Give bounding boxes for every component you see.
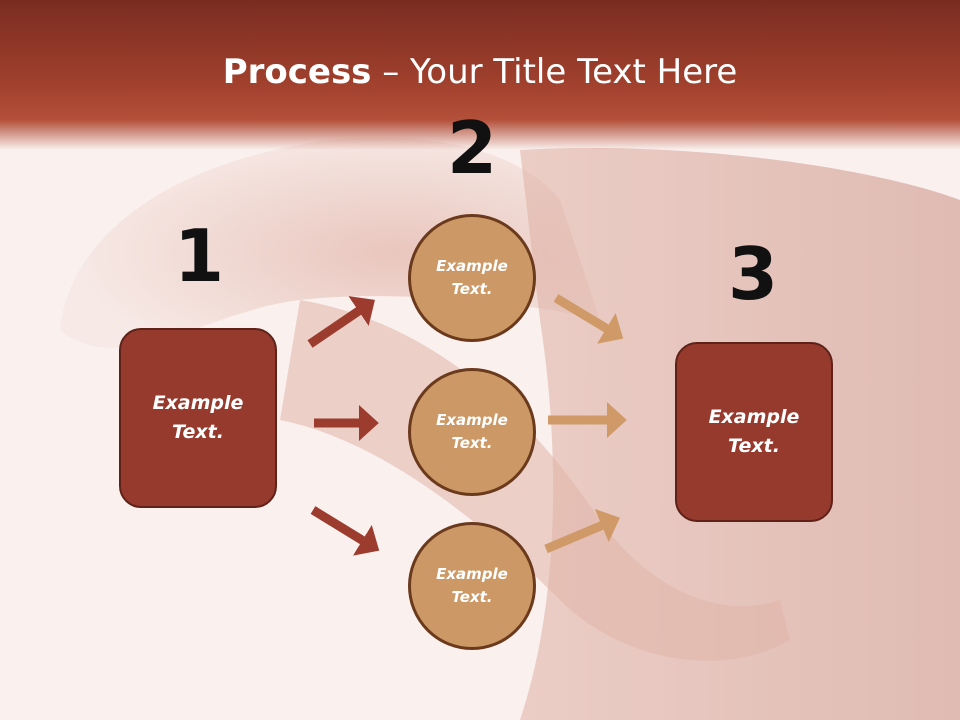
title-rest: – Your Title Text Here [371, 52, 738, 92]
step-2-circle-2: Example Text. [408, 368, 536, 496]
title-bar [0, 0, 960, 150]
step-2-circle-1: Example Text. [408, 214, 536, 342]
step-2-circle-2-text: Example Text. [436, 411, 508, 452]
step-2-circle-1-text: Example Text. [436, 257, 508, 298]
step-3-box: Example Text. [675, 342, 833, 522]
arrow-2a-to-3 [553, 294, 624, 344]
arrow-1-to-2a [307, 296, 375, 348]
step-2-number: 2 [446, 106, 498, 190]
step-2-circle-3-text: Example Text. [436, 565, 508, 606]
step-1-box: Example Text. [119, 328, 277, 508]
page-title: Process – Your Title Text Here [0, 52, 960, 92]
step-3-text: Example Text. [708, 406, 800, 457]
step-3-number: 3 [727, 232, 779, 316]
title-bold: Process [222, 52, 372, 92]
arrow-1-to-2c [310, 506, 380, 556]
step-1-number: 1 [173, 214, 225, 298]
step-1-text: Example Text. [152, 392, 244, 443]
step-2-circle-3: Example Text. [408, 522, 536, 650]
arrow-2c-to-3 [544, 508, 620, 554]
